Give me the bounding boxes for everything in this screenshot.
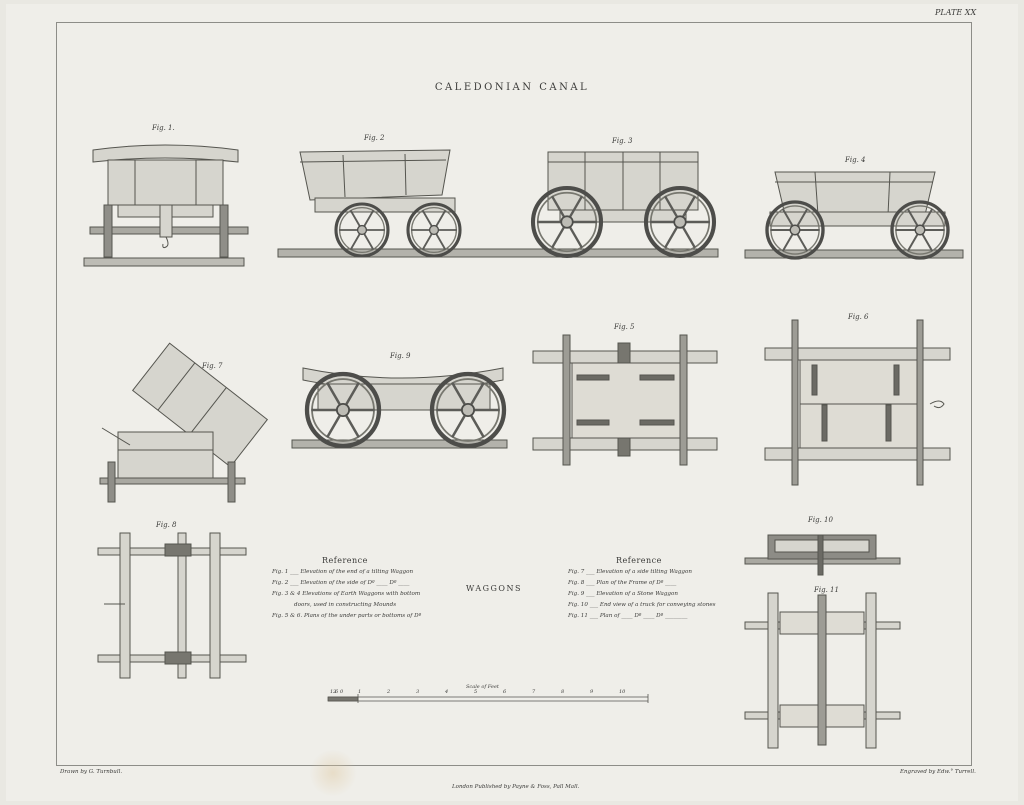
scale-tick-label: 4 — [445, 689, 449, 695]
scale-tick-label: 6 — [503, 689, 507, 695]
scale-tick-label: 12 — [330, 689, 337, 695]
plate-number: PLATE XX — [935, 8, 977, 17]
fig5-drawing — [532, 334, 718, 466]
reference-right-item: Fig. 11 ___ Plan of ____ Dº ____ Dº ____… — [568, 613, 688, 619]
fig1-drawing — [83, 144, 249, 267]
scale-tick-label: 6 — [335, 689, 339, 695]
reference-left-item: Fig. 1 ___ Elevation of the end of a til… — [272, 569, 414, 575]
fig10-label: Fig. 10 — [808, 516, 833, 524]
fig11-drawing — [744, 592, 901, 749]
scale-tick-label: 0 — [340, 689, 344, 695]
reference-right-item: Fig. 10 ___ End view of a truck for conv… — [568, 602, 716, 608]
fig7-label: Fig. 7 — [202, 362, 223, 370]
engraver-credit: Engraved by Edw.° Turrell. — [900, 769, 976, 775]
reference-left-list: Fig. 1 ___ Elevation of the end of a til… — [272, 567, 421, 622]
scale-tick-label: 10 — [619, 689, 626, 695]
reference-left-item: doors, used in constructing Mounds — [294, 602, 397, 608]
reference-right-item: Fig. 9 ___ Elevation of a Stone Waggon — [568, 591, 678, 597]
reference-left-item: Fig. 5 & 6. Plans of the under parts or … — [272, 613, 422, 619]
scale-title: Scale of Feet — [466, 684, 499, 690]
waggons-label: WAGGONS — [466, 584, 522, 593]
reference-left-item: Fig. 2 ___ Elevation of the side of Dº _… — [272, 580, 410, 586]
fig4-drawing — [744, 171, 964, 258]
fig3-drawing — [533, 151, 714, 256]
scale-tick-label: 1 — [358, 689, 362, 695]
fig6-drawing — [764, 319, 951, 486]
reference-left-item: Fig. 3 & 4 Elevations of Earth Waggons w… — [272, 591, 421, 597]
paper-stain — [308, 750, 358, 796]
fig1-label: Fig. 1. — [152, 124, 175, 132]
reference-right-list: Fig. 7 ___ Elevation of a side tilting W… — [568, 567, 716, 622]
reference-right-heading: Reference — [616, 556, 662, 565]
fig7-drawing — [99, 342, 269, 503]
publisher-credit: London Published by Payne & Foss, Pall M… — [452, 784, 580, 790]
fig5-label: Fig. 5 — [614, 323, 635, 331]
drawn-by-credit: Drawn by G. Turnbull. — [60, 769, 123, 775]
scale-tick-label: 7 — [532, 689, 536, 695]
scale-tick-label: 2 — [387, 689, 391, 695]
fig2-drawing — [277, 149, 719, 257]
reference-left-heading: Reference — [322, 556, 368, 565]
fig9-label: Fig. 9 — [390, 352, 411, 360]
plate-border — [56, 22, 972, 766]
plate-title: CALEDONIAN CANAL — [434, 82, 590, 93]
scale-bar — [327, 694, 649, 703]
fig3-label: Fig. 3 — [612, 137, 633, 145]
reference-right-item: Fig. 8 ___ Plan of the Frame of Dº ____ — [568, 580, 677, 586]
fig8-label: Fig. 8 — [156, 521, 177, 529]
fig11-label: Fig. 11 — [814, 586, 839, 594]
fig6-label: Fig. 6 — [848, 313, 869, 321]
fig9-drawing — [292, 368, 507, 448]
fig8-drawing — [97, 532, 247, 679]
fig10-drawing — [744, 534, 901, 576]
scale-tick-label: 8 — [561, 689, 565, 695]
scale-tick-label: 5 — [474, 689, 478, 695]
scale-tick-label: 9 — [590, 689, 594, 695]
fig4-label: Fig. 4 — [845, 156, 866, 164]
scale-tick-label: 3 — [416, 689, 420, 695]
reference-right-item: Fig. 7 ___ Elevation of a side tilting W… — [568, 569, 692, 575]
fig2-label: Fig. 2 — [364, 134, 385, 142]
